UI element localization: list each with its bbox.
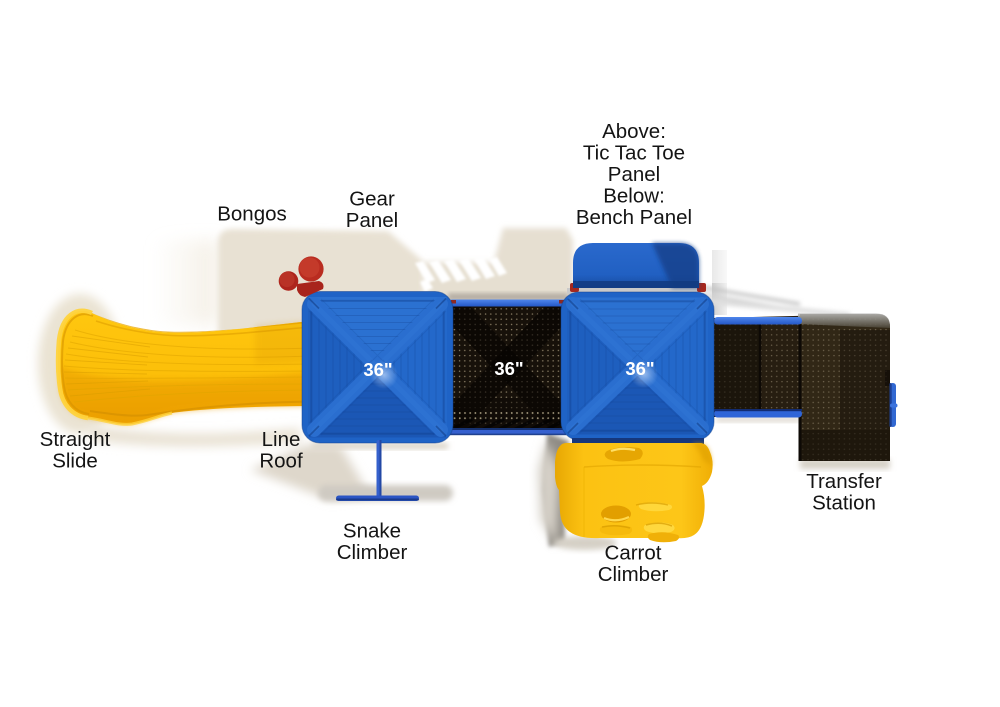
svg-text:Bench Panel: Bench Panel (576, 206, 692, 229)
svg-text:Climber: Climber (337, 541, 408, 564)
svg-text:Carrot: Carrot (605, 542, 662, 565)
svg-text:Gear: Gear (349, 188, 395, 211)
svg-text:Line: Line (262, 428, 301, 451)
svg-text:Station: Station (812, 492, 876, 515)
svg-text:36": 36" (625, 358, 654, 379)
svg-text:Below:: Below: (603, 185, 665, 208)
svg-text:Above:: Above: (602, 120, 666, 143)
svg-text:Bongos: Bongos (217, 203, 287, 226)
svg-text:36": 36" (494, 358, 523, 379)
svg-text:Slide: Slide (52, 450, 98, 473)
svg-text:Transfer: Transfer (806, 470, 882, 493)
svg-text:Climber: Climber (598, 563, 669, 586)
svg-text:Roof: Roof (259, 450, 303, 473)
svg-text:Panel: Panel (608, 163, 660, 186)
svg-text:36": 36" (363, 359, 392, 380)
svg-text:Straight: Straight (40, 428, 111, 451)
svg-text:Snake: Snake (343, 520, 401, 543)
svg-text:Panel: Panel (346, 209, 398, 232)
svg-text:Tic Tac Toe: Tic Tac Toe (583, 142, 685, 165)
